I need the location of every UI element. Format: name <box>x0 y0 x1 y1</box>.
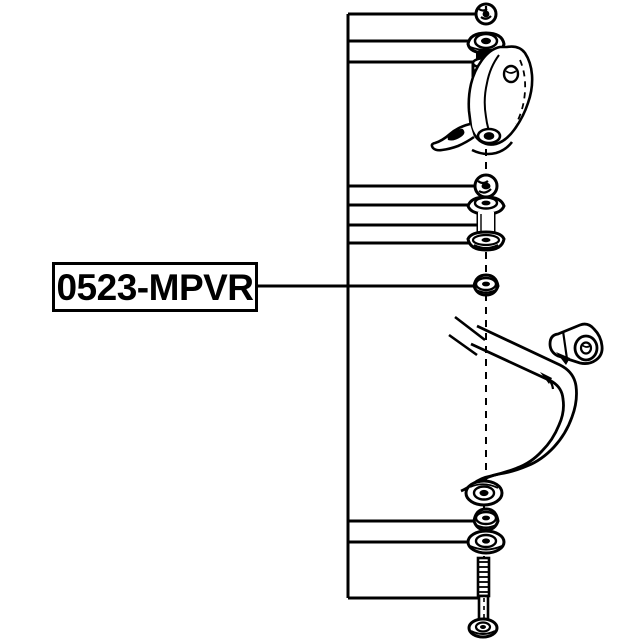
washer-mid <box>472 273 500 297</box>
stabilizer-bar <box>448 315 578 507</box>
hex-nut-top <box>474 2 498 26</box>
part-number-label-text: 0523-MPVR <box>56 266 254 308</box>
stabilizer-bar-eye <box>464 479 504 507</box>
part-number-label-box: 0523-MPVR <box>52 262 258 312</box>
leader-lines <box>258 12 486 600</box>
washer-upper <box>473 173 499 199</box>
bar-end-mount <box>548 322 604 365</box>
stabilizer-bracket <box>430 45 534 156</box>
washer-lower <box>472 507 500 532</box>
through-bolt <box>467 556 499 639</box>
sleeve-spacer <box>466 195 506 252</box>
flange-nut-lower <box>466 529 506 555</box>
